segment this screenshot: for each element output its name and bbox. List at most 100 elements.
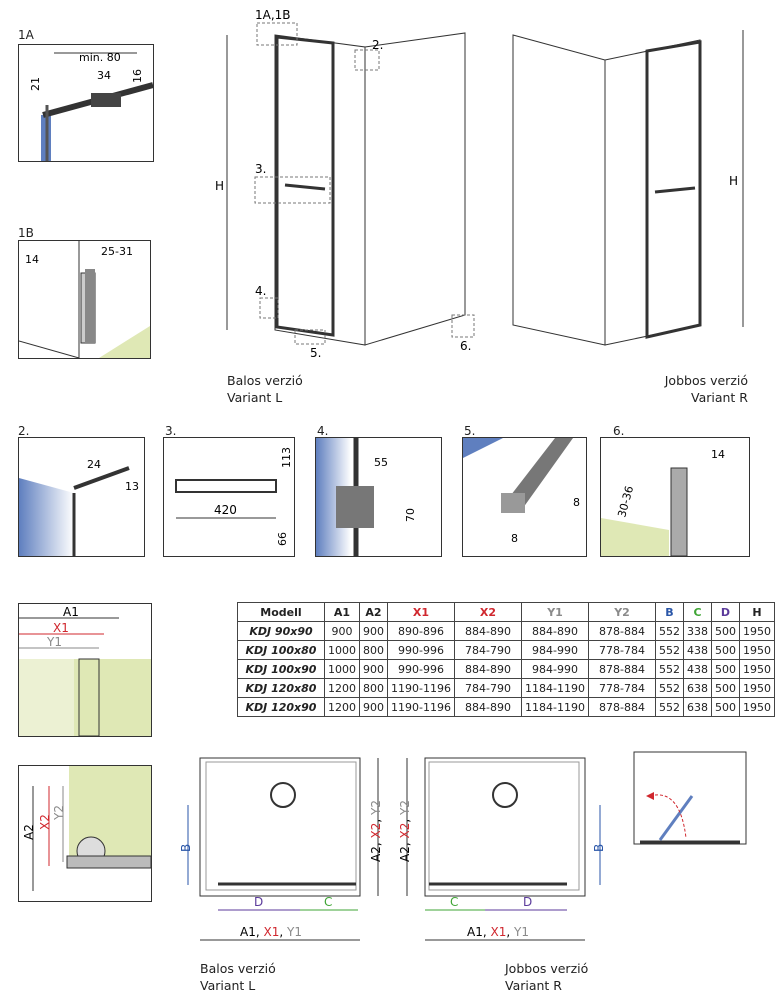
- callout-3: 3.: [255, 162, 266, 176]
- value-cell: 638: [683, 697, 712, 717]
- value-cell: 784-790: [454, 640, 522, 660]
- model-cell: KDJ 100x80: [237, 640, 325, 660]
- caption-right-en: Variant R: [691, 390, 748, 405]
- model-cell: KDJ 120x80: [237, 678, 325, 698]
- label-widths-right: A1, X1, Y1: [467, 925, 529, 939]
- value-cell: 338: [683, 621, 712, 641]
- value-cell: 1000: [324, 640, 360, 660]
- value-cell: 500: [711, 621, 740, 641]
- main-drawing-right: H: [512, 30, 744, 346]
- detail-1a-drawing: min. 80 34 16 21: [18, 44, 154, 162]
- dim-420: 420: [214, 503, 237, 517]
- label-depths-right: A2, X2, Y2: [398, 800, 412, 862]
- caption-right-hu: Jobbos verzió: [664, 373, 748, 388]
- label-depths-left: A2, X2, Y2: [369, 800, 383, 862]
- col-x1: X1: [387, 602, 455, 622]
- label-x2: X2: [38, 814, 52, 830]
- detail-6-label: 6.: [613, 424, 625, 438]
- col-a2: A2: [359, 602, 388, 622]
- value-cell: 1190-1196: [387, 697, 455, 717]
- dim-8-width: 8: [511, 532, 518, 545]
- value-cell: 500: [711, 659, 740, 679]
- caption-right-en-bottom: Variant R: [505, 978, 562, 993]
- value-cell: 438: [683, 659, 712, 679]
- value-cell: 500: [711, 640, 740, 660]
- value-cell: 878-884: [588, 621, 656, 641]
- col-a1: A1: [324, 602, 360, 622]
- dim-14: 14: [25, 253, 39, 266]
- value-cell: 900: [359, 659, 388, 679]
- detail-4-label: 4.: [317, 424, 329, 438]
- caption-right-hu-bottom: Jobbos verzió: [505, 961, 589, 976]
- caption-left-hu: Balos verzió: [227, 373, 303, 388]
- value-cell: 1950: [739, 659, 775, 679]
- col-c: C: [683, 602, 712, 622]
- detail-5-label: 5.: [464, 424, 476, 438]
- model-cell: KDJ 120x90: [237, 697, 325, 717]
- callout-6: 6.: [460, 339, 471, 353]
- label-c-right: C: [450, 895, 458, 909]
- value-cell: 552: [655, 678, 684, 698]
- value-cell: 884-890: [454, 659, 522, 679]
- value-cell: 900: [324, 621, 360, 641]
- value-cell: 800: [359, 678, 388, 698]
- detail-2-label: 2.: [18, 424, 30, 438]
- detail-1b-label: 1B: [18, 226, 34, 240]
- value-cell: 800: [359, 640, 388, 660]
- value-cell: 884-890: [521, 621, 589, 641]
- dim-21: 21: [29, 77, 42, 91]
- value-cell: 1200: [324, 697, 360, 717]
- col-x2: X2: [454, 602, 522, 622]
- value-cell: 1950: [739, 621, 775, 641]
- dim-55: 55: [374, 456, 388, 469]
- value-cell: 1950: [739, 678, 775, 698]
- detail-3-drawing: 420 113 66: [163, 437, 295, 557]
- value-cell: 990-996: [387, 640, 455, 660]
- value-cell: 878-884: [588, 697, 656, 717]
- dim-70: 70: [404, 508, 417, 522]
- detail-1b-drawing: 14 25-31: [18, 240, 151, 359]
- col-y2: Y2: [588, 602, 656, 622]
- col-d: D: [711, 602, 740, 622]
- value-cell: 500: [711, 678, 740, 698]
- dim-30-36: 30-36: [615, 485, 636, 519]
- door-swing-diagram: [633, 751, 747, 845]
- value-cell: 884-890: [454, 697, 522, 717]
- caption-left-en-bottom: Variant L: [200, 978, 256, 993]
- col-h: H: [739, 602, 775, 622]
- label-widths-left: A1, X1, Y1: [240, 925, 302, 939]
- label-y2: Y2: [52, 805, 66, 821]
- value-cell: 778-784: [588, 640, 656, 660]
- value-cell: 884-890: [454, 621, 522, 641]
- detail-2-drawing: 24 13: [18, 437, 145, 557]
- model-cell: KDJ 100x90: [237, 659, 325, 679]
- value-cell: 990-996: [387, 659, 455, 679]
- value-cell: 1190-1196: [387, 678, 455, 698]
- dim-25-31: 25-31: [101, 245, 133, 258]
- label-a1: A1: [63, 605, 79, 619]
- dim-h-right: H: [729, 174, 738, 188]
- dim-24: 24: [87, 458, 101, 471]
- detail-depth-profile: A2 X2 Y2: [18, 765, 152, 902]
- caption-left-hu-bottom: Balos verzió: [200, 961, 276, 976]
- value-cell: 1184-1190: [521, 678, 589, 698]
- value-cell: 500: [711, 697, 740, 717]
- value-cell: 878-884: [588, 659, 656, 679]
- dimensions-table: Modell A1 A2 X1 X2 Y1 Y2 B C D H KDJ 90x…: [237, 602, 775, 717]
- callout-5: 5.: [310, 346, 321, 360]
- value-cell: 1950: [739, 640, 775, 660]
- plan-view-left: B D C A1, X1, Y1 A2, X2, Y2: [179, 757, 383, 941]
- detail-6-drawing: 14 30-36: [600, 437, 750, 557]
- value-cell: 638: [683, 678, 712, 698]
- dim-8-height: 8: [573, 496, 580, 509]
- label-x1: X1: [53, 621, 69, 635]
- callout-4: 4.: [255, 284, 266, 298]
- dim-16: 16: [131, 69, 144, 83]
- value-cell: 1200: [324, 678, 360, 698]
- value-cell: 552: [655, 697, 684, 717]
- label-y1: Y1: [46, 635, 62, 649]
- dim-66: 66: [276, 532, 289, 546]
